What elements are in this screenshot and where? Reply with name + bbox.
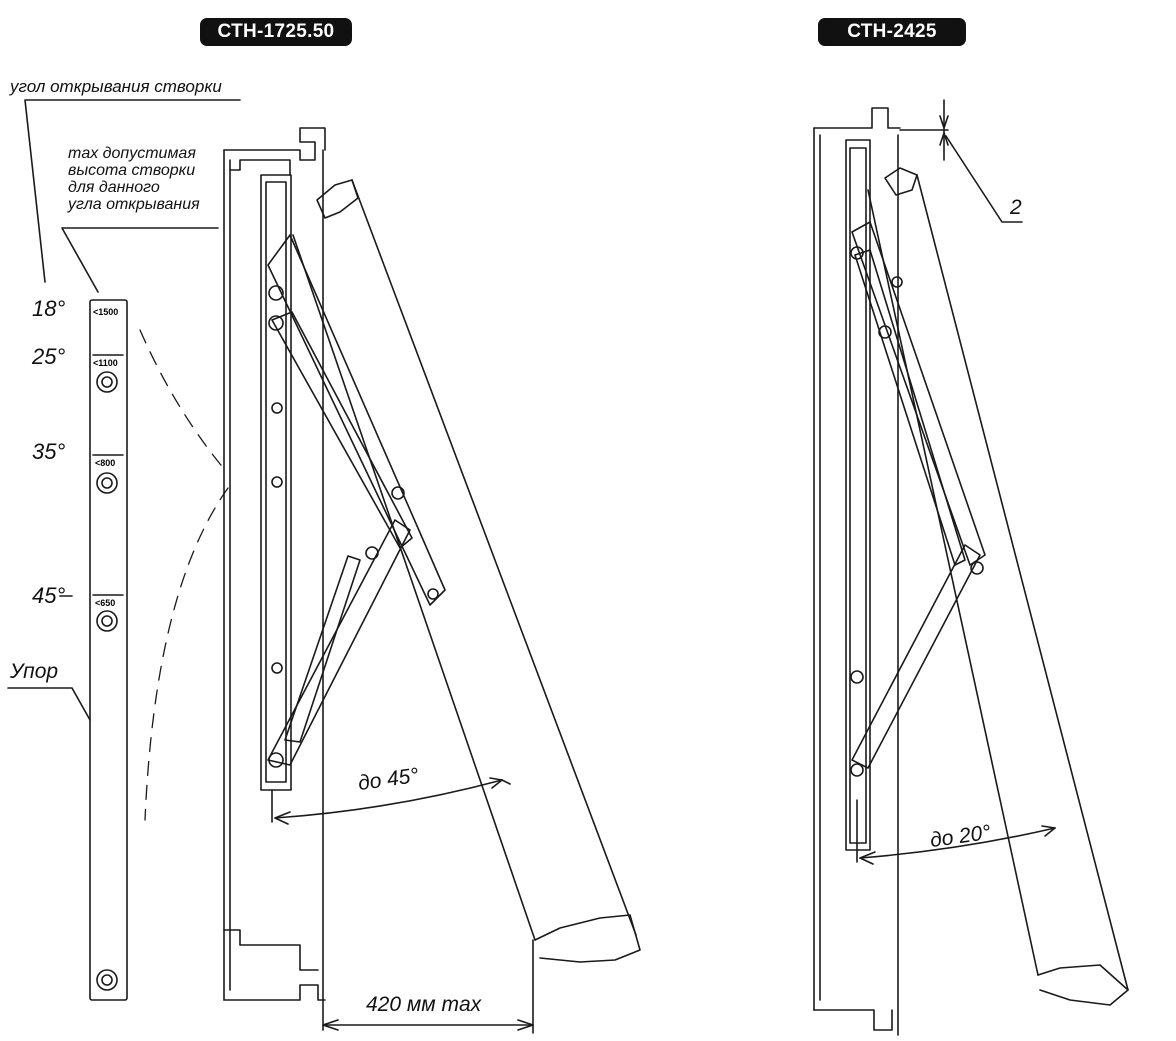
width-dimension-left	[322, 939, 534, 1034]
angle-dimension-left	[271, 777, 511, 825]
height-1100: <1100	[93, 358, 118, 368]
height-650: <650	[95, 598, 116, 608]
angle-dimension-right	[856, 799, 1056, 865]
leader-lines-left	[7, 99, 241, 721]
angle-25: 25°	[32, 344, 66, 369]
sash-left	[292, 179, 641, 963]
arms-right	[850, 221, 986, 777]
model-badge-right: СТН-2425	[818, 18, 966, 46]
model-badge-left: СТН-1725.50	[200, 18, 352, 46]
frame-left	[223, 127, 326, 1031]
stop-bar	[59, 299, 128, 1001]
max-width-label: 420 мм max	[366, 993, 482, 1016]
arms-left	[267, 234, 446, 768]
swing-arc	[139, 329, 229, 821]
height-800: <800	[95, 458, 116, 468]
angle-45: 45°	[32, 583, 66, 608]
opening-angle-label: угол открывания створки	[10, 77, 222, 96]
angle-18: 18°	[32, 296, 66, 321]
gap-label: 2	[1010, 196, 1022, 219]
gap-dimension-right	[899, 99, 1023, 223]
sash-right	[867, 167, 1129, 1006]
stop-label: Упор	[10, 660, 59, 683]
max-height-label: max допустимая высота створки для данног…	[68, 145, 200, 213]
frame-right	[813, 107, 901, 1036]
height-1500: <1500	[93, 307, 119, 317]
angle-35: 35°	[32, 439, 66, 464]
